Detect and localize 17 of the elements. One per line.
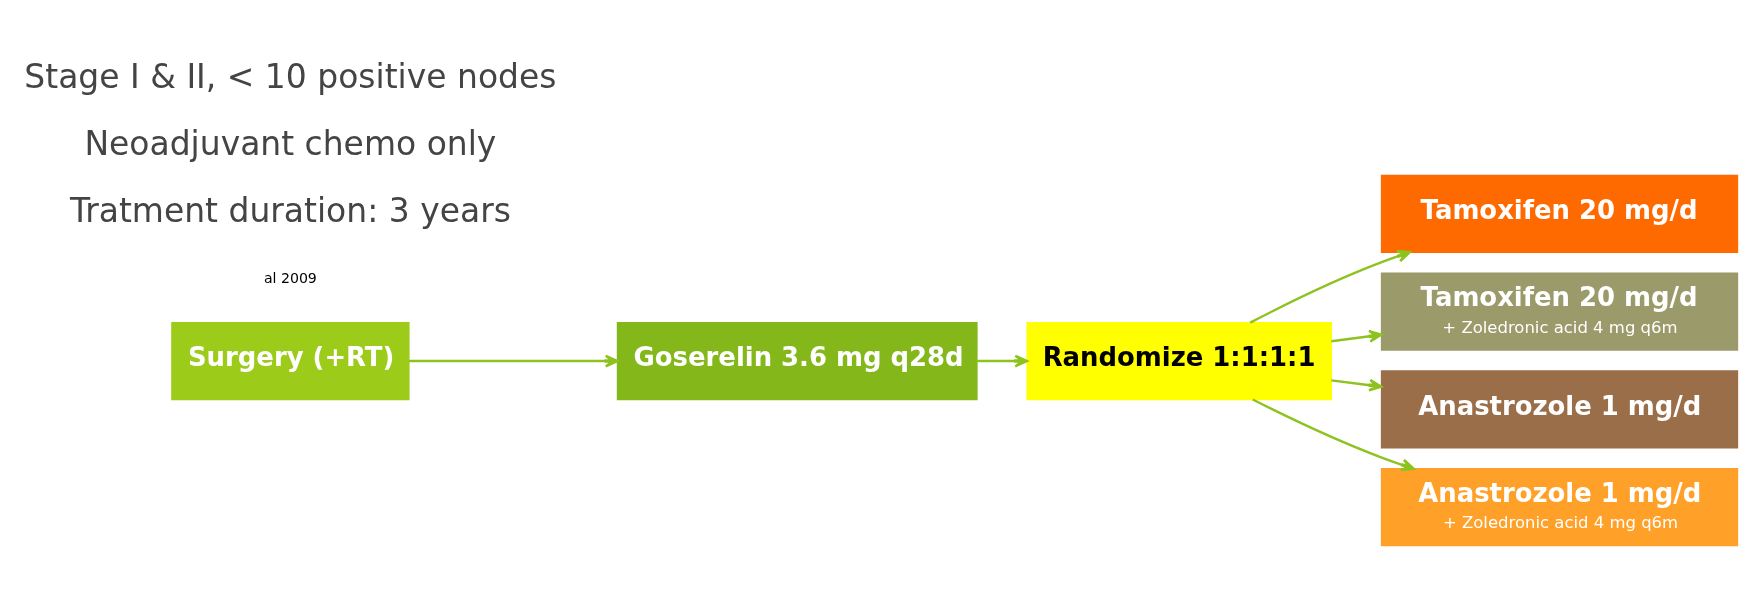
label: Neoadjuvant chemo only [84, 123, 497, 163]
label: Tratment duration: 3 years [69, 191, 511, 230]
node-box: Goserelin 3.6 mg q28d [616, 321, 978, 401]
node-box: Anastrozole 1 mg/d + Zoledronic acid 4 mg q6m [1380, 467, 1739, 547]
arrow [1252, 398, 1415, 472]
arrow [1331, 378, 1383, 392]
node-box: Tamoxifen 20 mg/d [1380, 174, 1739, 254]
arrow [408, 354, 619, 368]
label: Stage I & II, < 10 positive nodes [24, 56, 557, 96]
arrow [977, 354, 1029, 368]
arrow [1331, 329, 1383, 343]
node-box: Randomize 1:1:1:1 [1026, 321, 1332, 401]
node-box: Anastrozole 1 mg/d [1380, 370, 1739, 449]
node-box: Surgery (+RT) [171, 321, 410, 401]
node-box: Tamoxifen 20 mg/d + Zoledronic acid 4 mg q6m [1380, 272, 1739, 351]
arrow [1249, 249, 1411, 324]
label: al 2009 [263, 270, 317, 287]
